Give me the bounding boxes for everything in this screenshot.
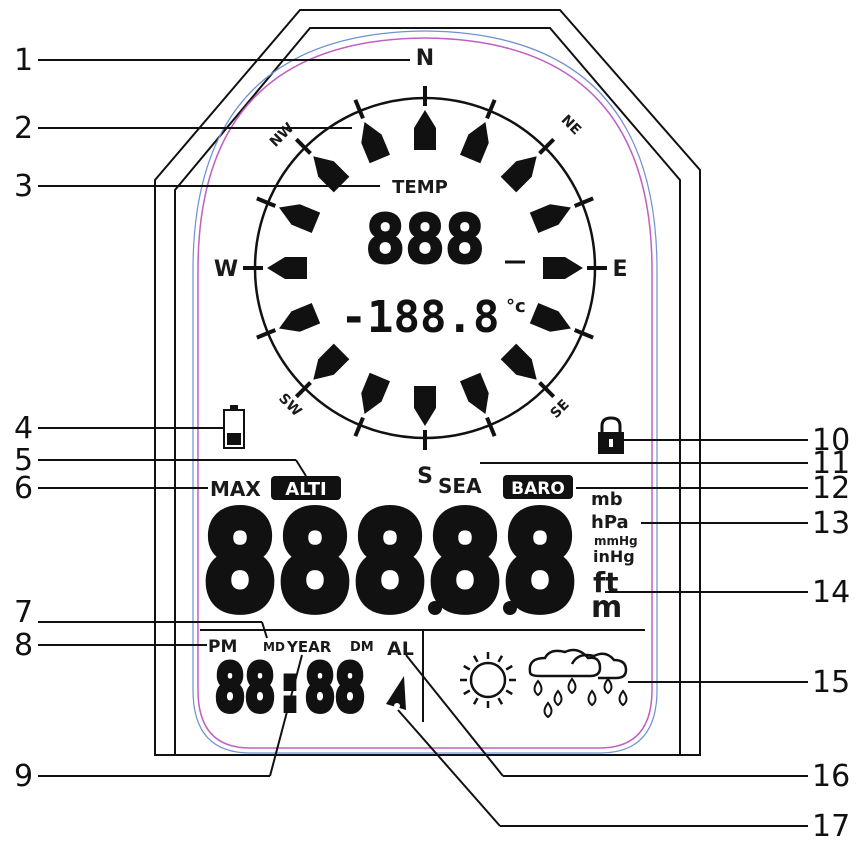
- dm-label: DM: [350, 640, 374, 655]
- compass-arrow-segment: [361, 372, 391, 414]
- battery-icon: [223, 405, 245, 449]
- compass-arrow-segment: [414, 110, 436, 150]
- compass-arrow-segment: [414, 386, 436, 426]
- callout-13: 13: [812, 506, 850, 541]
- compass-arrow-segment: [313, 156, 350, 193]
- md-label: MD: [263, 640, 285, 654]
- callout-4: 4: [14, 411, 33, 446]
- compass-ne-label: NE: [558, 112, 584, 138]
- unit-hpa: hPa: [591, 512, 629, 533]
- compass-tick: [538, 137, 556, 155]
- callout-5: 5: [14, 443, 33, 478]
- callout-7: 7: [14, 595, 33, 630]
- housing-outline-outer: [154, 9, 701, 756]
- callout-1: 1: [14, 43, 33, 78]
- sun-icon: [460, 652, 516, 708]
- pm-label: PM: [208, 637, 237, 657]
- callout-numbers: 1 2 3 4 5 6 7 8 9 10 11 12 13 14 15 16 1…: [14, 43, 850, 844]
- temp-label: TEMP: [392, 177, 448, 198]
- compass-w-label: W: [214, 257, 238, 282]
- alti-badge: [271, 476, 341, 500]
- compass-arrow-segment: [313, 343, 350, 380]
- cloud-icon: [528, 648, 628, 680]
- temp-unit: °c: [506, 296, 526, 317]
- unit-ft: ft: [593, 566, 619, 599]
- rain-drops-icon: [533, 677, 628, 719]
- compass-arrow-segment: [500, 343, 537, 380]
- compass-tick: [485, 99, 497, 120]
- callout-16: 16: [812, 759, 850, 794]
- callout-3: 3: [14, 169, 33, 204]
- compass-n-label: N: [416, 46, 434, 71]
- max-label: MAX: [210, 477, 261, 501]
- compass-arrow-segment: [279, 302, 321, 332]
- callout-11: 11: [812, 446, 850, 481]
- callout-9: 9: [14, 759, 33, 794]
- compass-arrow-segment: [361, 122, 391, 164]
- callout-12: 12: [812, 471, 850, 506]
- unit-mmhg: mmHg: [594, 534, 638, 548]
- compass-tick: [256, 328, 277, 340]
- leader-lines: [38, 59, 808, 827]
- clock-digits: 88:88: [215, 652, 365, 726]
- callout-14: 14: [812, 575, 850, 610]
- compass-tick: [573, 196, 594, 208]
- compass-segments: [243, 86, 607, 450]
- compass-tick: [353, 99, 365, 120]
- compass-arrow-segment: [529, 302, 571, 332]
- main-digits: 88888: [203, 486, 578, 640]
- compass-tick: [573, 328, 594, 340]
- lock-icon: [598, 416, 624, 454]
- alti-label: ALTI: [285, 479, 326, 500]
- callout-2: 2: [14, 111, 33, 146]
- compass-arrow-segment: [267, 257, 307, 279]
- baro-label: BARO: [511, 479, 565, 499]
- compass-nw-label: NW: [267, 120, 298, 151]
- callout-10: 10: [812, 423, 850, 458]
- year-label: YEAR: [286, 638, 332, 656]
- compass-e-label: E: [612, 257, 627, 282]
- callout-17: 17: [812, 809, 850, 844]
- temp-mid-digits: -188.8: [341, 292, 500, 343]
- main-decimal-1: [428, 601, 442, 615]
- main-decimal-2: [503, 601, 517, 615]
- callout-6: 6: [14, 471, 33, 506]
- al-label: AL: [387, 638, 414, 660]
- compass-arrow-segment: [459, 372, 489, 414]
- compass-arrow-segment: [459, 122, 489, 164]
- baro-badge: [503, 475, 573, 499]
- callout-8: 8: [14, 628, 33, 663]
- temp-top-digits: 888: [365, 201, 484, 278]
- alarm-signal-icon: [386, 676, 406, 710]
- compass-s-label: S: [417, 464, 433, 489]
- compass-arrow-segment: [529, 204, 571, 234]
- compass-arrow-segment: [543, 257, 583, 279]
- compass-tick: [538, 381, 556, 399]
- compass-tick: [294, 381, 312, 399]
- compass-arrow-segment: [500, 156, 537, 193]
- compass-tick: [353, 416, 365, 437]
- compass-se-label: SE: [548, 397, 573, 422]
- unit-m: m: [591, 590, 622, 625]
- unit-inhg: inHg: [593, 547, 635, 566]
- compass-tick: [485, 416, 497, 437]
- sea-label: SEA: [438, 474, 482, 498]
- compass-tick: [294, 137, 312, 155]
- display-outline-pink: [197, 37, 653, 749]
- compass-arrow-segment: [279, 204, 321, 234]
- display-outline-blue: [192, 30, 658, 754]
- compass-tick: [256, 196, 277, 208]
- housing-outline-inner: [174, 27, 681, 755]
- unit-mb: mb: [591, 489, 623, 510]
- callout-15: 15: [812, 665, 850, 700]
